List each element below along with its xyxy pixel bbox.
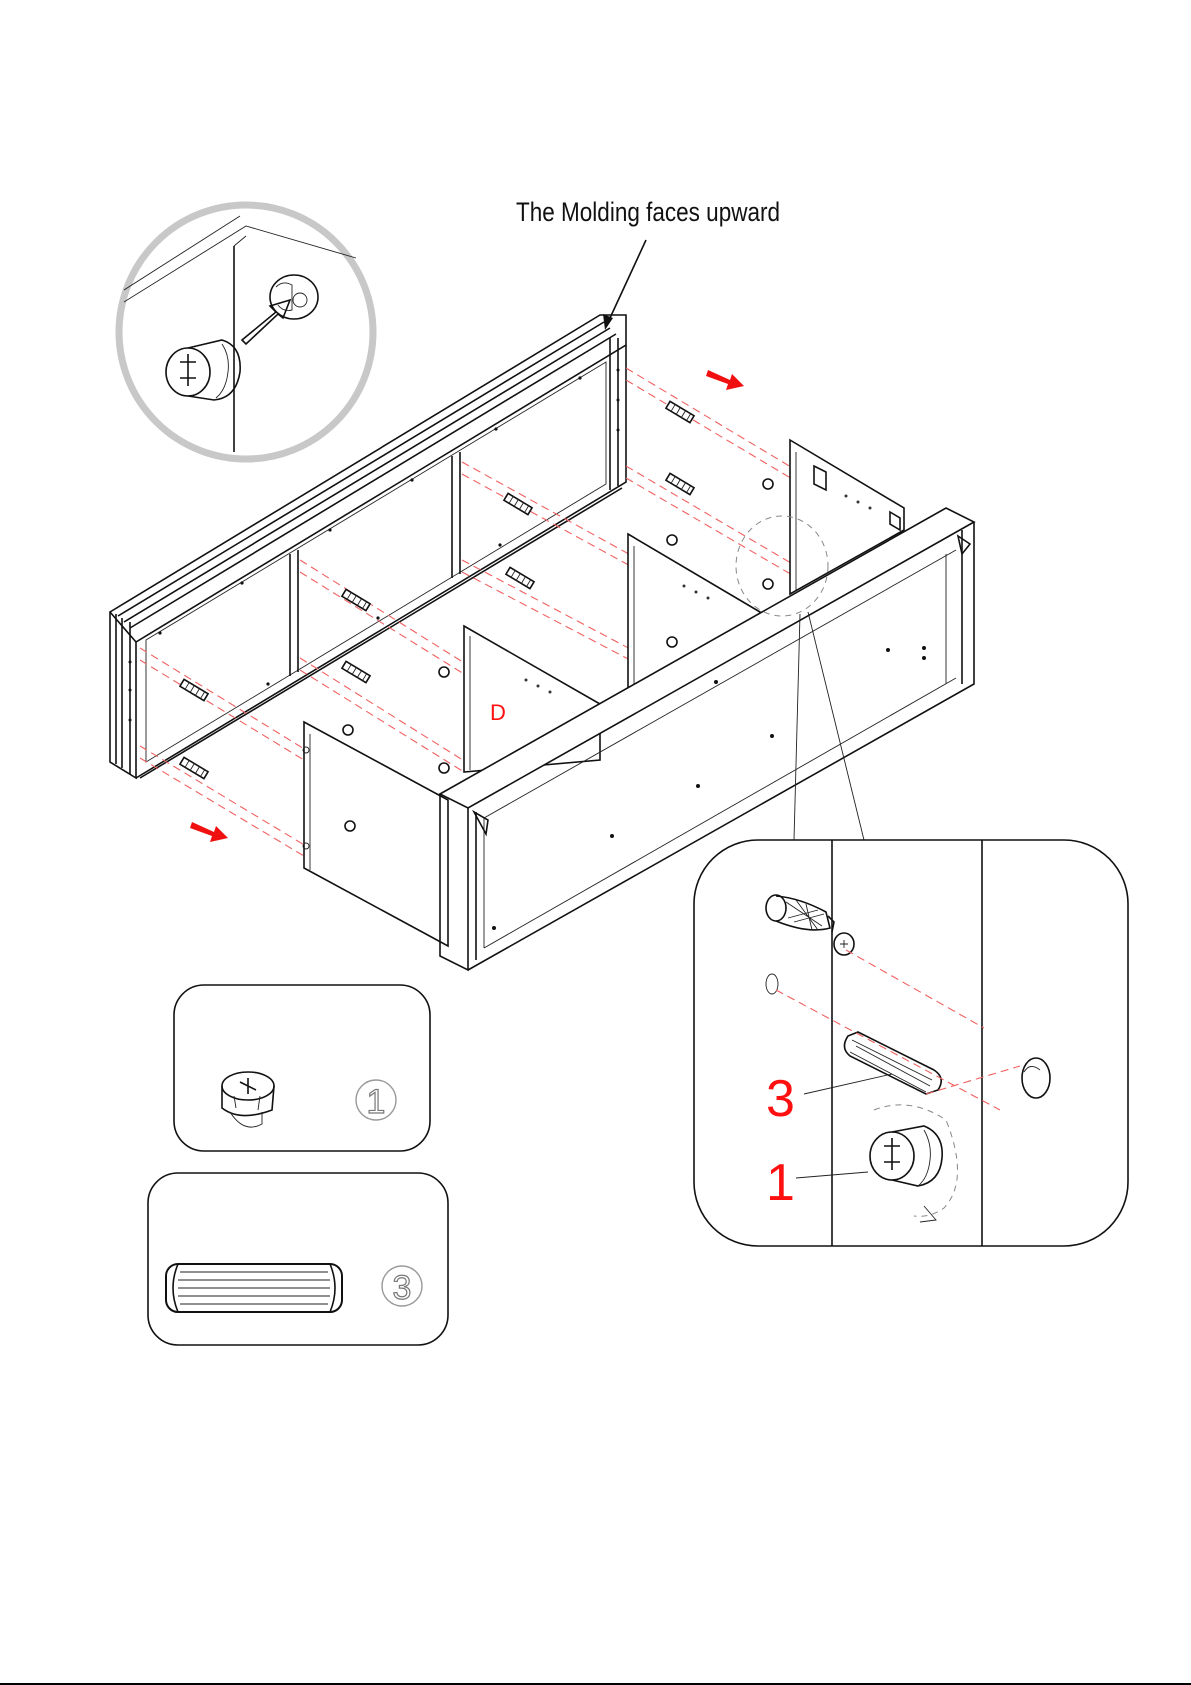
red-arrow-icon [190, 822, 228, 842]
zoom-leader-line [808, 612, 864, 840]
panel-label-d: D [490, 700, 506, 725]
wooden-dowel-icon [166, 1264, 342, 1312]
red-arrow-icon [706, 370, 744, 390]
cam-insert-detail-circle [119, 205, 373, 459]
molding-callout: The Molding faces upward [516, 197, 780, 227]
molding-leader-line [610, 240, 646, 318]
detail-label-cam-lock: 1 [766, 1154, 795, 1212]
zoom-leader-line [794, 614, 800, 840]
part-number-3: 3 [393, 1269, 412, 1307]
cam-dowel-detail-panel: 3 1 [694, 840, 1128, 1246]
part-number-1: 1 [367, 1083, 386, 1121]
detail-label-dowel: 3 [766, 1070, 795, 1128]
part-box-cam-lock: 1 [174, 985, 430, 1151]
side-panel-left [303, 722, 448, 946]
part-box-dowel: 3 [148, 1173, 448, 1345]
